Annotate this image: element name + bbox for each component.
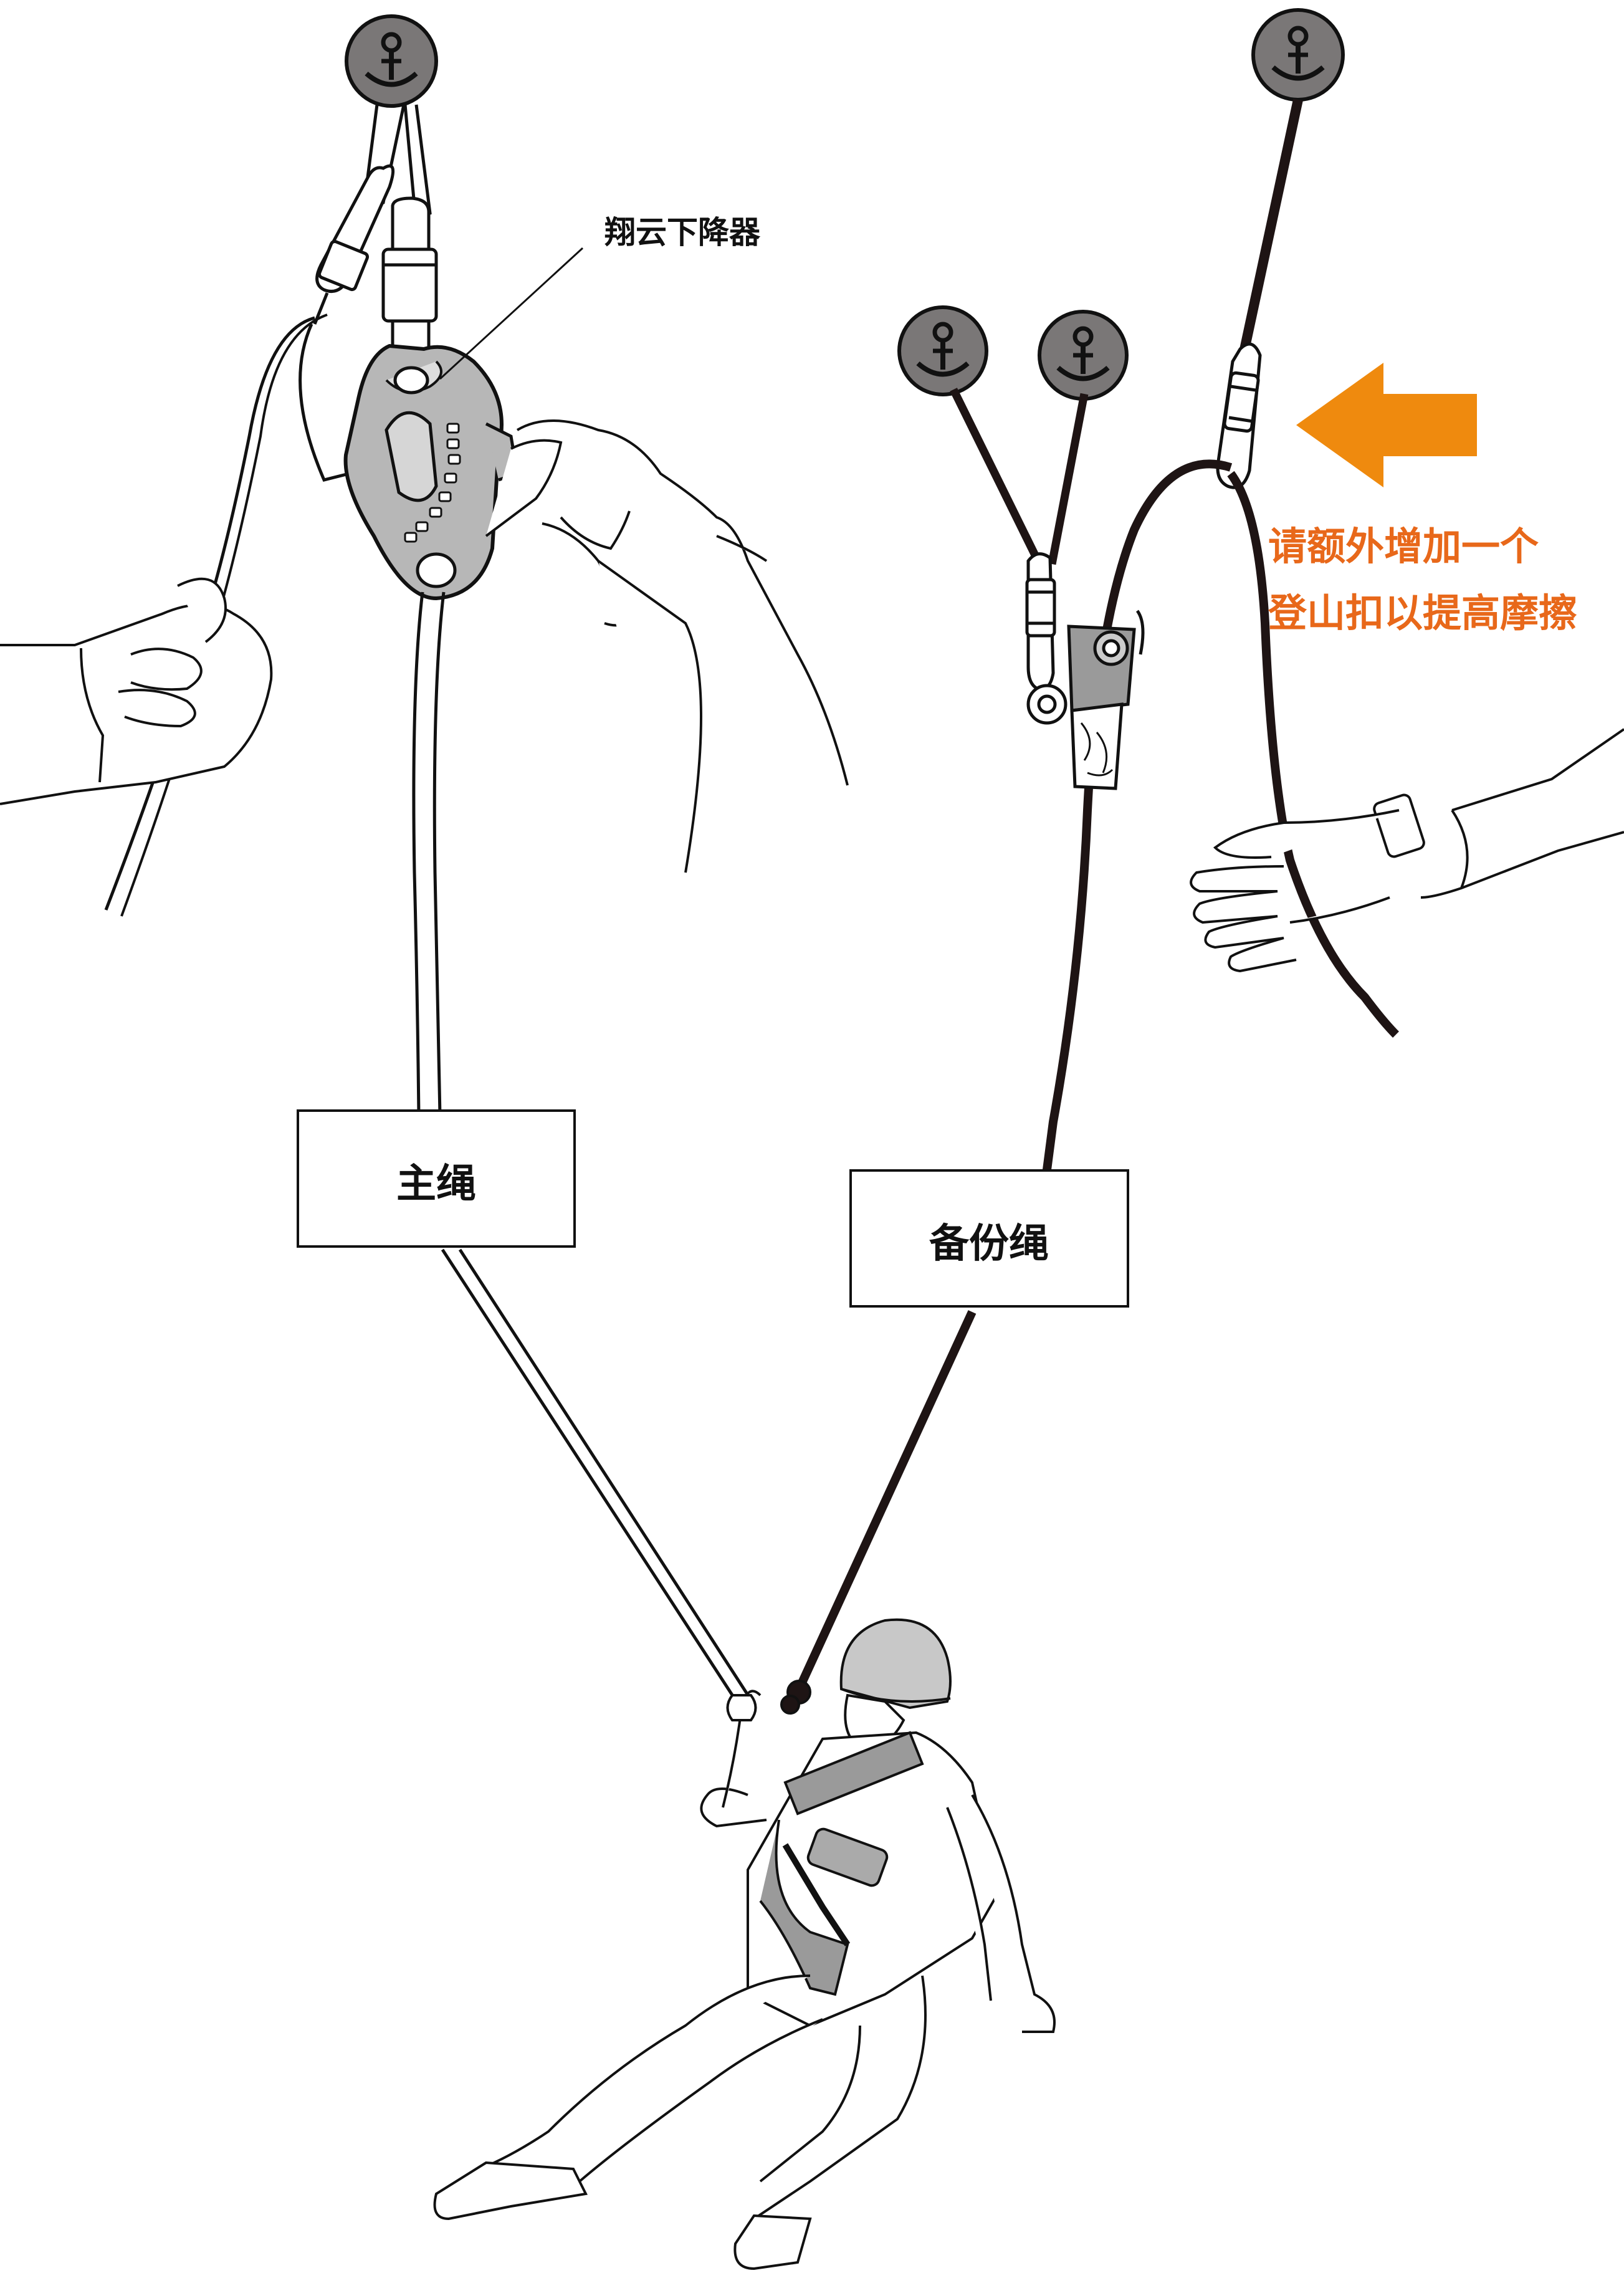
main-rope: [412, 591, 756, 1706]
hand-icon: [1190, 728, 1624, 973]
anchor-icon: [345, 14, 438, 108]
anchor-icon: [897, 305, 988, 396]
anchor-icon: [1038, 310, 1129, 401]
note-line-2: 登山扣以提高摩擦: [1268, 590, 1577, 636]
rope-grab-icon: [1067, 610, 1145, 790]
hand-icon: [0, 577, 273, 805]
carabiner-icon: [313, 164, 395, 325]
backup-rope-top: [1238, 98, 1303, 357]
anchor-icon: [1251, 8, 1345, 102]
descender-device-icon: [343, 343, 519, 601]
backup-rope-label: 备份绳: [929, 1221, 1049, 1267]
note-line-1: 请额外增加一个: [1268, 524, 1539, 569]
note-callout: 请额外增加一个 登山扣以提高摩擦: [1268, 524, 1577, 636]
rescuer-figure-icon: [433, 1618, 1056, 2271]
carabiner-icon: [1216, 342, 1262, 489]
main-rope-label: 主绳: [396, 1161, 476, 1207]
main-rope-label-box: 主绳: [297, 1109, 576, 1248]
y-lanyard: [950, 388, 1089, 566]
arrow-left-icon: [1296, 363, 1477, 487]
backup-rope-lower: [793, 1310, 977, 1694]
backup-rope-label-box: 备份绳: [849, 1169, 1129, 1308]
descender-pointer: [439, 247, 584, 380]
hand-icon: [485, 419, 849, 873]
descender-label: 翔云下降器: [604, 214, 761, 251]
carabiner-icon: [1025, 552, 1068, 725]
backup-rope: [1030, 459, 1233, 1266]
